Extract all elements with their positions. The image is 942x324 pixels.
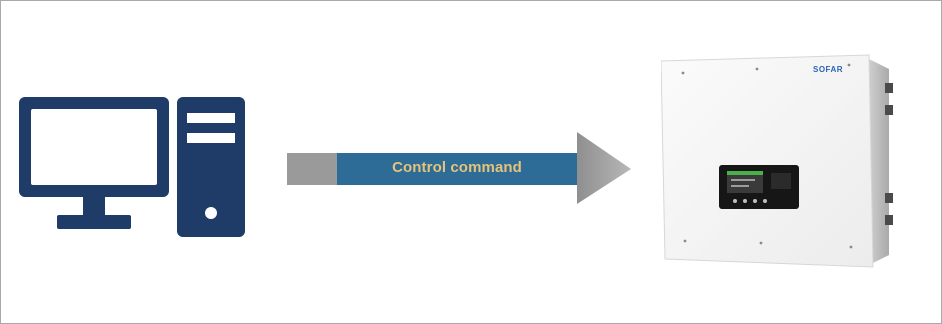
inverter-brand-logo: SOFAR xyxy=(813,65,844,74)
arrow-band xyxy=(337,153,579,185)
inverter-display-screen xyxy=(727,171,763,193)
inverter-screw xyxy=(681,71,685,75)
inverter-screw xyxy=(759,241,763,245)
inverter-fin xyxy=(885,83,893,93)
tower-drive-bay-2 xyxy=(187,133,235,143)
arrow-label: Control command xyxy=(392,159,522,176)
inverter-device-icon xyxy=(661,54,893,268)
inverter-button xyxy=(743,199,747,203)
monitor-base xyxy=(57,215,131,229)
inverter-fin xyxy=(885,193,893,203)
inverter-front xyxy=(661,54,874,268)
inverter-screw xyxy=(847,63,851,67)
inverter-button xyxy=(753,199,757,203)
command-arrow xyxy=(287,132,631,204)
inverter-button xyxy=(733,199,737,203)
inverter-fin xyxy=(885,215,893,225)
inverter-screw xyxy=(755,67,759,71)
monitor-neck xyxy=(83,197,105,215)
inverter-display-status-bar xyxy=(727,171,763,175)
inverter-display-text-line xyxy=(731,179,755,181)
monitor-screen xyxy=(31,109,157,185)
inverter-screw xyxy=(849,245,853,249)
inverter-screw xyxy=(683,239,687,243)
inverter-display-side-glyph xyxy=(771,173,791,189)
inverter-side-panel xyxy=(869,59,889,265)
arrow-head xyxy=(577,132,631,204)
arrow-tail xyxy=(287,153,339,185)
desktop-computer-icon xyxy=(19,97,245,237)
inverter-button xyxy=(763,199,767,203)
inverter-fin xyxy=(885,105,893,115)
tower-power-button xyxy=(205,207,217,219)
tower-drive-bay-1 xyxy=(187,113,235,123)
inverter-display-text-line xyxy=(731,185,749,187)
tower-case xyxy=(177,97,245,237)
